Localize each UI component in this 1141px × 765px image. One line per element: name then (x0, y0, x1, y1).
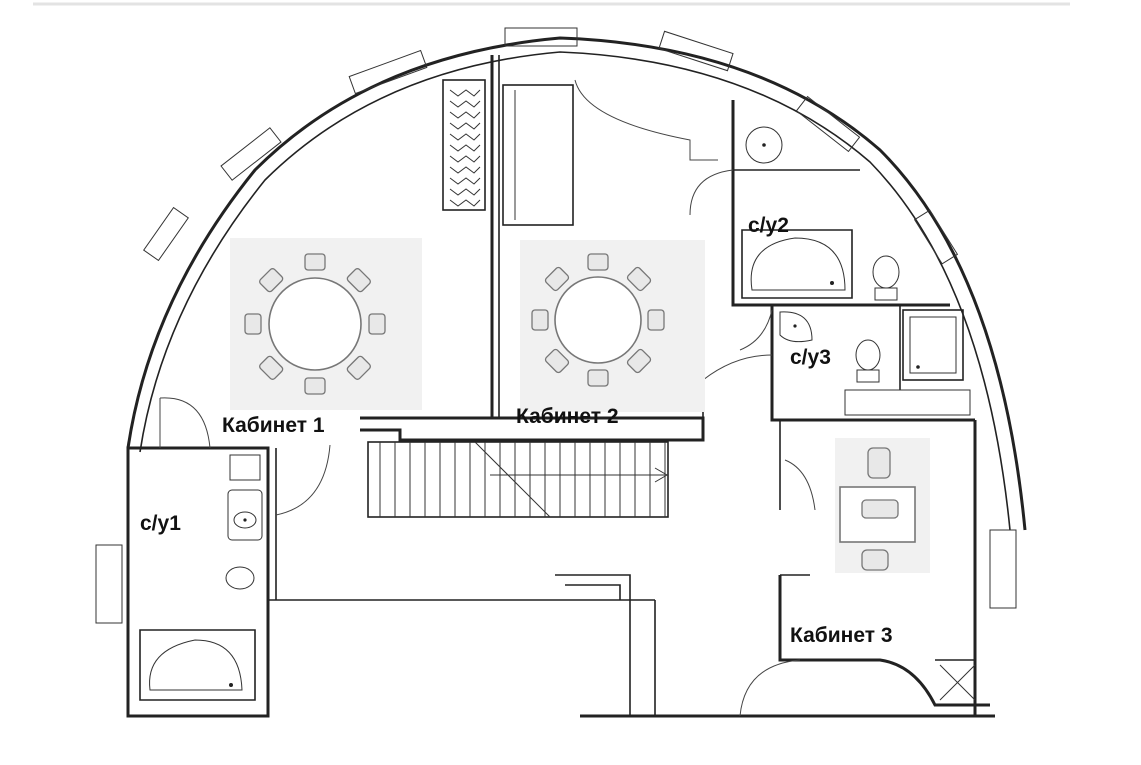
chair-icon (346, 268, 371, 293)
chair-icon (587, 253, 609, 271)
room-label-bathroom-2: с/у2 (748, 214, 789, 237)
hanger (449, 155, 481, 163)
room-label-office-1: Кабинет 1 (222, 414, 325, 437)
staircase (367, 441, 669, 518)
hanger (449, 199, 481, 207)
fixtures (139, 126, 964, 701)
outer-wall (126, 36, 1027, 531)
room-label-office-3: Кабинет 3 (790, 624, 893, 647)
interior-walls (126, 55, 995, 718)
chair-icon (259, 268, 284, 293)
chair-icon (304, 377, 326, 395)
conference-table-2 (520, 240, 705, 412)
room-label-office-2: Кабинет 2 (516, 405, 619, 428)
hanger (449, 89, 481, 97)
chair-icon (587, 369, 609, 387)
hanger (449, 166, 481, 174)
chair-icon (531, 309, 549, 331)
doors (159, 79, 816, 717)
chair-icon (626, 348, 652, 374)
shelving (442, 79, 574, 226)
hanger (449, 188, 481, 196)
desk-office-3 (835, 438, 930, 573)
hanger (449, 133, 481, 141)
conference-table-1 (230, 238, 422, 410)
room-label-bathroom-1: с/у1 (140, 512, 181, 535)
chair-icon (626, 266, 652, 292)
hanger (449, 177, 481, 185)
chair-icon (304, 253, 326, 271)
hanger (449, 144, 481, 152)
chair-icon (368, 313, 386, 335)
chair-icon (259, 355, 284, 380)
hanger (449, 100, 481, 108)
chair-icon (544, 266, 570, 292)
hanger (449, 111, 481, 119)
room-label-bathroom-3: с/у3 (790, 346, 831, 369)
chair-icon (244, 313, 262, 335)
windows (95, 27, 1017, 624)
chair-icon (544, 348, 570, 374)
chair-icon (346, 355, 371, 380)
hanger (449, 122, 481, 130)
chair-icon (647, 309, 665, 331)
